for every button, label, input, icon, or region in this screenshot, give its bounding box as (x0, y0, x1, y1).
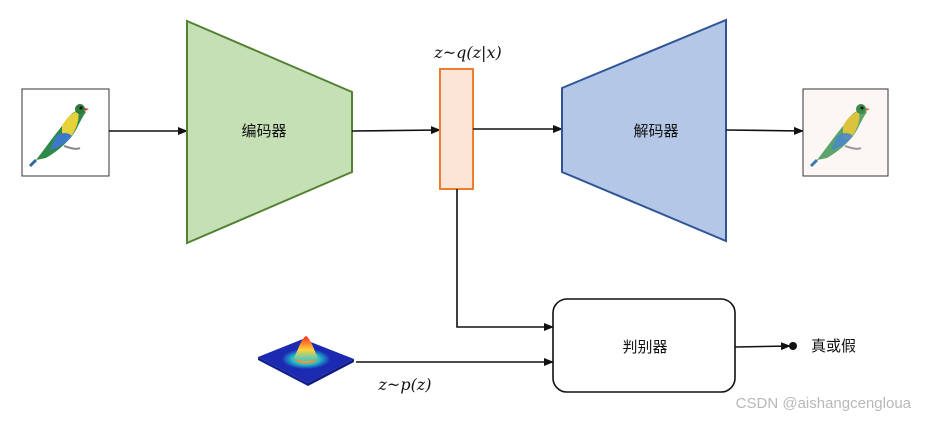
bird-icon (809, 104, 870, 168)
decoder-label: 解码器 (633, 122, 678, 140)
decoder-block (561, 18, 727, 243)
discriminator-label: 判别器 (622, 338, 667, 356)
encoder-label: 编码器 (241, 122, 286, 140)
gaussian-surface-icon (258, 336, 354, 386)
encoder-block (186, 19, 353, 245)
input-image (21, 88, 110, 177)
arrow-encoder-to-latent (351, 126, 441, 135)
connector-latent-to-discriminator (456, 189, 554, 331)
bird-icon (28, 104, 89, 168)
arrow-discriminator-to-output (734, 342, 791, 351)
watermark: CSDN @aishangcengloua (736, 395, 912, 412)
latent-block (439, 68, 474, 190)
reconstructed-image (802, 88, 889, 177)
output-label: 真或假 (811, 337, 856, 355)
latent-label: z~q(z|x) (433, 43, 501, 62)
arrow-decoder-to-output (725, 126, 804, 135)
prior-label: z~p(z) (378, 375, 432, 394)
output-node (789, 342, 797, 350)
discriminator-block (552, 298, 736, 393)
prior-image (258, 336, 354, 386)
